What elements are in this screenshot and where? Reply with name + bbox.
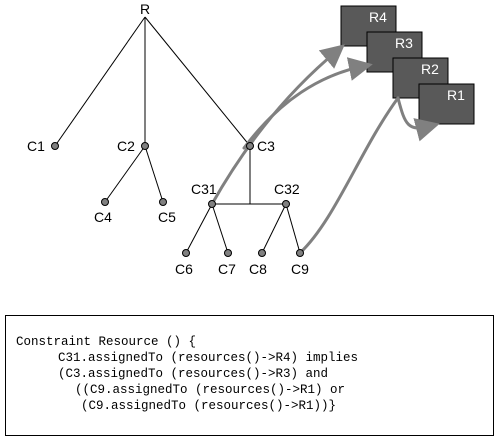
edge-c32-c9: [285, 203, 301, 254]
code-line-5: (C9.assignedTo (resources()->R1))}: [81, 399, 337, 413]
code-line-3: (C3.assignedTo (resources()->R3) and: [58, 367, 329, 381]
node-c6: [182, 249, 190, 257]
tree-diagram: R4 R3 R2 R1 R C1 C2 C3 C4 C5 C31 C32: [27, 1, 475, 277]
label-c4: C4: [94, 209, 112, 225]
arrow-c3-r3: [242, 57, 373, 150]
label-c5: C5: [158, 209, 176, 225]
edge-r-c3: [144, 16, 251, 147]
node-c8: [258, 249, 266, 257]
label-c2: C2: [117, 138, 135, 154]
label-c3: C3: [257, 138, 275, 154]
edge-c2-c4: [104, 145, 146, 203]
edge-c31-c6: [185, 203, 213, 254]
resource-label-r1: R1: [447, 87, 465, 103]
edge-c31-c7: [211, 203, 229, 254]
code-line-1: Constraint Resource () {: [16, 335, 197, 349]
node-c4: [101, 198, 109, 206]
label-c7: C7: [218, 261, 236, 277]
arrow-r2-r1: [396, 96, 440, 142]
node-c7: [224, 249, 232, 257]
label-c8: C8: [249, 261, 267, 277]
node-c9: [296, 249, 304, 257]
tree-nodes: [51, 142, 304, 257]
resource-boxes: R4 R3 R2 R1: [340, 5, 475, 125]
edge-c2-c5: [144, 145, 164, 203]
resource-label-r4: R4: [369, 9, 387, 25]
resource-label-r2: R2: [421, 61, 439, 77]
label-c32: C32: [274, 181, 300, 197]
arrow-c9-r2: [298, 96, 400, 255]
label-c9: C9: [291, 261, 309, 277]
label-root: R: [140, 1, 150, 17]
constraint-code-box: Constraint Resource () { C31.assignedTo …: [5, 315, 494, 436]
label-c31: C31: [191, 181, 217, 197]
resource-label-r3: R3: [395, 35, 413, 51]
node-c31: [208, 200, 216, 208]
tree-edges: [54, 16, 301, 254]
resource-box-r1: [418, 83, 475, 125]
node-c5: [159, 198, 167, 206]
code-line-4: ((C9.assignedTo (resources()->R1) or: [75, 383, 346, 397]
node-labels: R C1 C2 C3 C4 C5 C31 C32 C6 C7 C8 C9: [27, 1, 309, 277]
node-c3: [246, 142, 254, 150]
label-c6: C6: [175, 261, 193, 277]
node-c1: [51, 142, 59, 150]
edge-c32-c8: [261, 203, 287, 254]
node-c32: [282, 200, 290, 208]
edge-r-c1: [54, 16, 146, 147]
code-line-2: C31.assignedTo (resources()->R4) implies: [58, 351, 359, 365]
assignment-arrows: [210, 44, 440, 255]
node-c2: [141, 142, 149, 150]
label-c1: C1: [27, 138, 45, 154]
